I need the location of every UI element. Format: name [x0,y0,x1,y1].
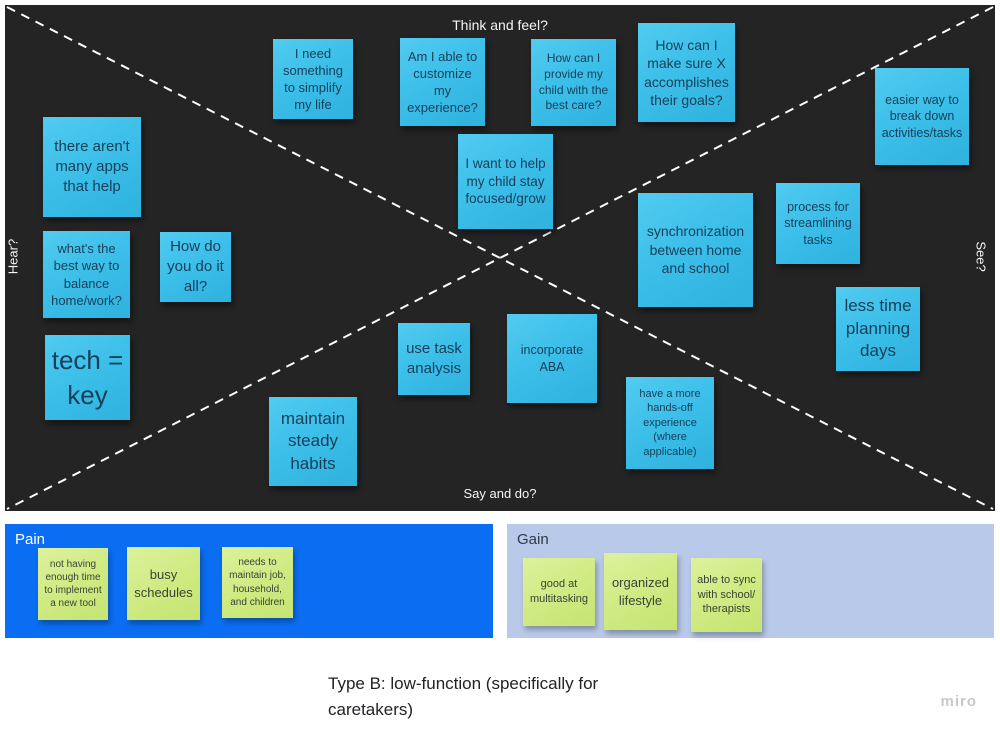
sticky-note-text: incorporate ABA [520,343,584,374]
sticky-note[interactable]: use task analysis [398,323,470,395]
sticky-note[interactable]: have a more hands-off experience (where … [626,377,714,469]
sticky-note[interactable]: maintain steady habits [269,397,357,486]
sticky-note-text: needs to maintain job, household, and ch… [229,557,286,608]
sticky-note[interactable]: tech = key [45,335,130,420]
gain-panel: Gain good at multitasking organized lifes… [507,524,994,638]
sticky-note[interactable]: Am I able to customize my experience? [400,38,485,126]
quadrant-label-hear: Hear? [5,238,21,275]
sticky-note-text: easier way to break down activities/task… [881,92,963,140]
sticky-note-text: able to sync with school/ therapists [697,574,756,616]
sticky-note-text: good at multitasking [529,578,589,605]
sticky-note-text: less time planning days [844,296,912,361]
empathy-map-canvas: Think and feel? Say and do? Hear? See? I… [5,5,995,511]
miro-watermark[interactable]: miro [940,693,977,710]
sticky-note-text: How can I make sure X accomplishes their… [644,36,729,108]
sticky-note[interactable]: incorporate ABA [507,314,597,403]
sticky-note-text: How do you do it all? [167,238,224,295]
dashed-diagonal-lines [6,6,994,510]
pain-panel-label: Pain [15,531,46,548]
pain-panel: Pain not having enough time to implement… [5,524,493,638]
sticky-note[interactable]: easier way to break down activities/task… [875,68,969,165]
sticky-note-text: maintain steady habits [280,408,346,473]
quadrant-label-think-and-feel: Think and feel? [452,17,548,33]
sticky-note-text: tech = key [51,345,124,410]
sticky-note-text: I need something to simplify my life [283,45,343,113]
sticky-note[interactable]: good at multitasking [523,558,595,626]
sticky-note[interactable]: organized lifestyle [604,553,677,630]
sticky-note-text: what's the best way to balance home/work… [51,241,122,308]
sticky-note[interactable]: less time planning days [836,287,920,371]
sticky-note-text: busy schedules [134,567,193,600]
sticky-note-text: have a more hands-off experience (where … [639,387,701,458]
sticky-note[interactable]: I want to help my child stay focused/gro… [458,134,553,229]
sticky-note-text: use task analysis [406,340,462,377]
gain-panel-label: Gain [517,531,549,548]
sticky-note[interactable]: able to sync with school/ therapists [691,558,762,632]
sticky-note-text: process for streamlining tasks [784,199,852,247]
sticky-note[interactable]: process for streamlining tasks [776,183,860,264]
sticky-note[interactable]: How can I make sure X accomplishes their… [638,23,735,122]
sticky-note-text: there aren't many apps that help [54,138,130,195]
sticky-note[interactable]: synchronization between home and school [638,193,753,307]
sticky-note[interactable]: How do you do it all? [160,232,231,302]
sticky-note[interactable]: what's the best way to balance home/work… [43,231,130,318]
sticky-note-text: not having enough time to implement a ne… [44,558,102,610]
sticky-note[interactable]: I need something to simplify my life [273,39,353,119]
sticky-note-text: Am I able to customize my experience? [407,48,478,116]
sticky-note-text: I want to help my child stay focused/gro… [465,155,546,207]
quadrant-label-see: See? [973,241,989,272]
sticky-note[interactable]: needs to maintain job, household, and ch… [222,547,293,618]
sticky-note[interactable]: not having enough time to implement a ne… [38,548,108,620]
board-caption: Type B: low-function (specifically for c… [328,674,599,720]
quadrant-label-say-and-do: Say and do? [463,486,537,501]
sticky-note[interactable]: How can I provide my child with the best… [531,39,616,126]
sticky-note[interactable]: busy schedules [127,547,200,620]
sticky-note-text: How can I provide my child with the best… [538,50,609,113]
sticky-note-text: organized lifestyle [611,575,670,608]
sticky-note[interactable]: there aren't many apps that help [43,117,141,217]
sticky-note-text: synchronization between home and school [646,223,745,277]
